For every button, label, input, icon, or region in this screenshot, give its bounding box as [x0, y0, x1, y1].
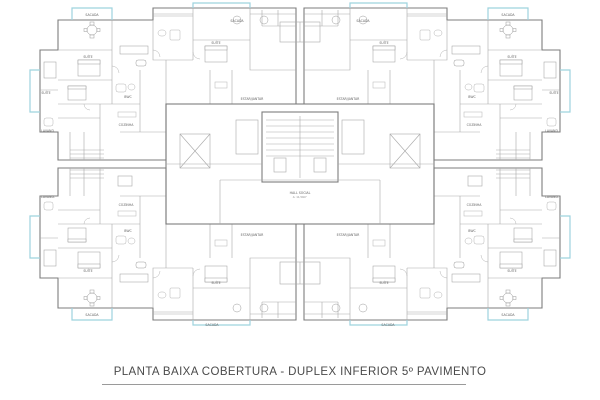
label-bwc-2: BWC [468, 95, 476, 99]
label-bwc-3: BWC [124, 229, 132, 233]
quadrant-bottom-right [303, 167, 571, 326]
label-suite-3: SUÍTE [211, 40, 220, 45]
label-suite-9: SUÍTE [41, 90, 50, 95]
label-estar-1: ESTAR/JANTAR [241, 97, 265, 101]
quadrant-top-left [29, 2, 297, 161]
label-bwc-1: BWC [124, 95, 132, 99]
label-sacada-tl: SACADA [85, 13, 99, 17]
label-hall-area: A: 11,50m² [293, 195, 307, 199]
label-estar-3: ESTAR/JANTAR [241, 233, 265, 237]
label-suite-4: SUÍTE [379, 40, 388, 45]
label-sacada-bc1: SACADA [205, 323, 219, 327]
label-lavand-2: LAVAND. [545, 129, 559, 133]
label-sacada-tc2: SACADA [356, 19, 370, 23]
side-stairs [70, 149, 530, 187]
label-lavand-4: LAVAND. [545, 195, 559, 199]
label-sacada-bl: SACADA [85, 313, 99, 317]
label-cozinha-2: COZINHA [467, 123, 483, 127]
label-suite-7: SUÍTE [211, 280, 220, 285]
label-suite-6: SUÍTE [507, 268, 516, 273]
label-sacada-tr: SACADA [501, 13, 515, 17]
label-cozinha-4: COZINHA [467, 203, 483, 207]
quadrant-top-right [303, 2, 571, 161]
label-sacada-tc1: SACADA [230, 19, 244, 23]
drawing-title: PLANTA BAIXA COBERTURA - DUPLEX INFERIOR… [113, 366, 487, 378]
title-underline [102, 384, 466, 385]
label-suite-5: SUÍTE [83, 268, 92, 273]
label-estar-2: ESTAR/JANTAR [337, 97, 361, 101]
label-lavand-3: LAVAND. [41, 195, 55, 199]
label-cozinha-3: COZINHA [119, 203, 135, 207]
label-suite-2: SUÍTE [507, 54, 516, 59]
building-core [165, 21, 435, 285]
label-cozinha-1: COZINHA [119, 123, 135, 127]
label-suite-8: SUÍTE [379, 280, 388, 285]
quadrant-bottom-left [29, 167, 297, 326]
label-suite-10: SUÍTE [549, 90, 558, 95]
label-sacada-br: SACADA [501, 313, 515, 317]
label-suite-1: SUÍTE [83, 54, 92, 59]
room-labels: SACADA SACADA SACADA SACADA SACADA SACAD… [41, 13, 559, 327]
label-estar-4: ESTAR/JANTAR [337, 233, 361, 237]
label-hall: HALL SOCIAL [290, 191, 311, 195]
label-lavand-1: LAVAND. [41, 129, 55, 133]
label-bwc-4: BWC [468, 229, 476, 233]
label-sacada-bc2: SACADA [381, 323, 395, 327]
